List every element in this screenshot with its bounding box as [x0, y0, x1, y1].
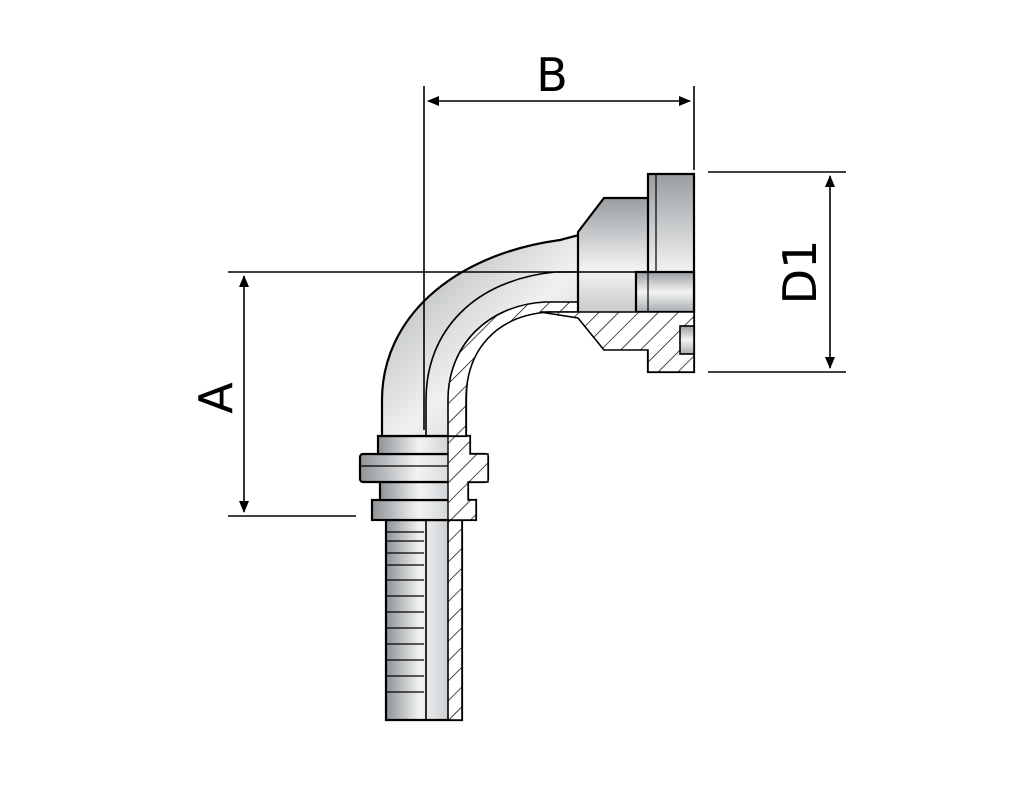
flange-head [539, 172, 696, 374]
dimension-d1: D1 [708, 171, 846, 373]
dimension-a: A [189, 271, 640, 517]
dimension-d1-label: D1 [773, 240, 827, 305]
hose-tail [384, 518, 464, 722]
dimension-b-label: B [536, 48, 568, 102]
elbow-fitting [358, 172, 696, 722]
barb-grooves [386, 531, 424, 693]
dimension-b: B [423, 48, 695, 430]
dimension-a-label: A [189, 382, 243, 414]
elbow-bend [380, 230, 641, 438]
collar [358, 434, 490, 522]
